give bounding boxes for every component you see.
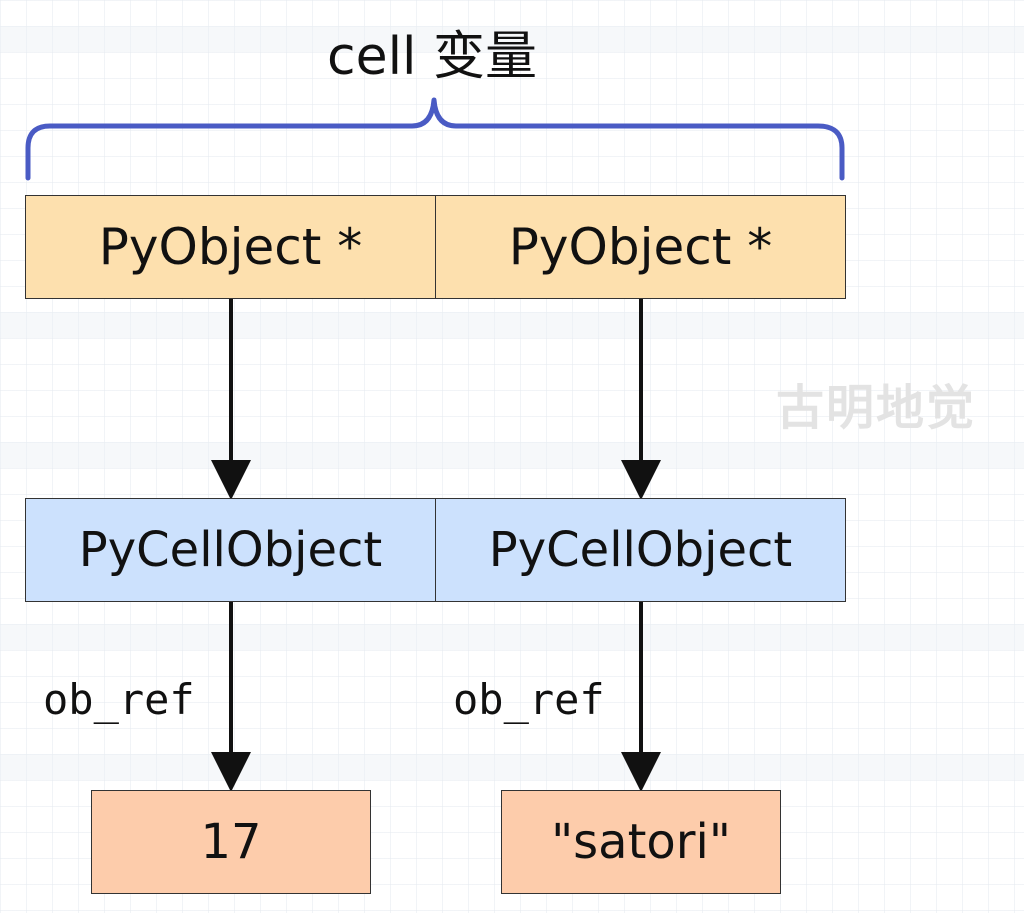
pyobject-pointer-box-left: PyObject * [25, 195, 436, 299]
ob-ref-label-left: ob_ref [43, 675, 195, 724]
pyobject-pointer-label: PyObject * [508, 218, 773, 276]
value-label: 17 [200, 814, 262, 870]
curly-brace [25, 97, 845, 181]
value-box-left: 17 [91, 790, 371, 894]
diagram-title: cell 变量 [326, 27, 537, 87]
pyobject-pointer-box-right: PyObject * [435, 195, 846, 299]
pycellobject-label: PyCellObject [78, 522, 383, 578]
pycellobject-label: PyCellObject [488, 522, 793, 578]
ob-ref-label-right: ob_ref [453, 675, 605, 724]
watermark: 古明地觉 [776, 380, 977, 436]
pyobject-pointer-label: PyObject * [98, 218, 363, 276]
pycellobject-box-left: PyCellObject [25, 498, 436, 602]
pycellobject-box-right: PyCellObject [435, 498, 846, 602]
value-label: "satori" [551, 814, 731, 870]
value-box-right: "satori" [501, 790, 781, 894]
